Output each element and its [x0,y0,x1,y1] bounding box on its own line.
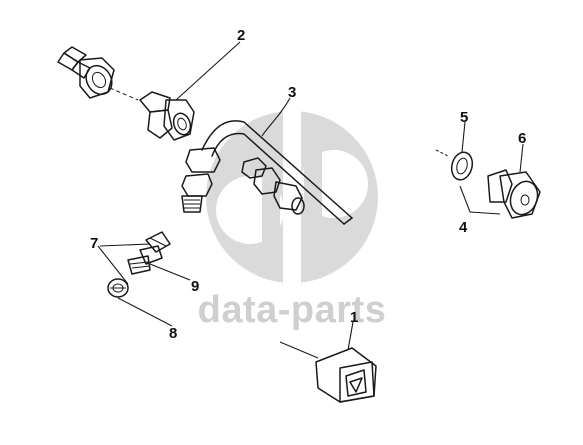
square-plug-icon [279,341,377,403]
leader-lines [97,41,524,351]
callout-9: 9 [191,278,199,295]
banjo-plug-icon [487,169,541,219]
bent-pipe-icon [181,120,353,225]
callout-6: 6 [518,130,526,147]
callout-3: 3 [288,84,296,101]
washer-icon [107,278,129,298]
callout-1: 1 [350,309,358,326]
callout-7: 7 [90,235,98,252]
callouts: 2 3 5 6 4 7 9 8 1 [90,27,526,342]
union-fitting-icon [57,46,195,141]
watermark-text: data-parts [198,289,387,331]
callout-4: 4 [459,219,468,236]
washer-icon [435,149,474,181]
callout-2: 2 [237,27,245,44]
callout-8: 8 [169,325,177,342]
watermark-logo [206,108,378,286]
callout-5: 5 [460,109,468,126]
watermark: data-parts [198,108,387,331]
nipple-fitting-icon [127,231,171,275]
